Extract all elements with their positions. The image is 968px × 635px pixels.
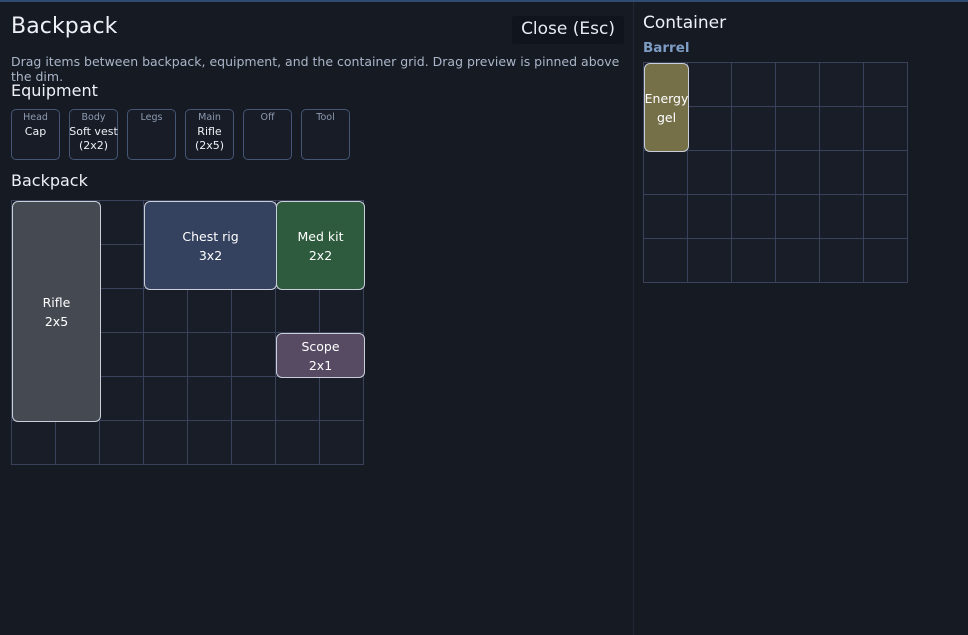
grid-cell[interactable] [688,107,732,151]
grid-cell[interactable] [56,421,100,465]
inventory-item[interactable]: Rifle 2x5 [12,201,101,422]
grid-cell[interactable] [276,289,320,333]
grid-cell[interactable] [820,239,864,283]
item-size: 2x1 [308,357,333,373]
grid-cell[interactable] [232,421,276,465]
item-name: Med kit [297,228,344,244]
equipment-slot-label: Body [81,112,106,123]
container-subtitle: Barrel [643,40,690,56]
equipment-slot-value: Cap [24,125,47,138]
item-name: Energy gel [644,90,689,125]
item-name: Scope [301,338,340,354]
equipment-slot-off[interactable]: Off [243,109,292,160]
grid-cell[interactable] [864,63,908,107]
grid-cell[interactable] [100,245,144,289]
grid-cell[interactable] [732,107,776,151]
grid-cell[interactable] [732,239,776,283]
grid-cell[interactable] [144,377,188,421]
grid-cell[interactable] [188,289,232,333]
equipment-slot-label: Off [260,112,275,123]
grid-cell[interactable] [820,151,864,195]
grid-cell[interactable] [644,195,688,239]
grid-cell[interactable] [232,289,276,333]
grid-cell[interactable] [732,151,776,195]
item-size: 3x2 [198,247,223,263]
inventory-item[interactable]: Med kit 2x2 [276,201,365,290]
grid-cell[interactable] [688,63,732,107]
grid-cell[interactable] [188,333,232,377]
grid-cell[interactable] [144,333,188,377]
grid-cell[interactable] [232,377,276,421]
equipment-slot-label: Main [198,112,221,123]
item-size: 2x2 [308,247,333,263]
grid-cell[interactable] [864,151,908,195]
close-button[interactable]: Close (Esc) [512,16,624,44]
inventory-item[interactable]: Chest rig 3x2 [144,201,277,290]
grid-cell[interactable] [144,421,188,465]
grid-cell[interactable] [320,289,364,333]
grid-cell[interactable] [100,201,144,245]
grid-cell[interactable] [732,195,776,239]
grid-cell[interactable] [776,151,820,195]
inventory-item[interactable]: Energy gel [644,63,689,152]
grid-cell[interactable] [644,151,688,195]
equipment-slot-value: Soft vest(2x2) [69,125,118,152]
equipment-slot-label: Head [23,112,48,123]
grid-cell[interactable] [188,421,232,465]
grid-cell[interactable] [820,63,864,107]
item-name: Chest rig [182,228,239,244]
grid-cell[interactable] [776,107,820,151]
item-size: 2x5 [44,313,69,329]
grid-cell[interactable] [864,239,908,283]
panel-header: Backpack Close (Esc) [0,2,634,48]
equipment-slot-tool[interactable]: Tool [301,109,350,160]
page-title: Backpack [11,14,118,39]
grid-cell[interactable] [776,63,820,107]
inventory-item[interactable]: Scope 2x1 [276,333,365,378]
grid-cell[interactable] [820,107,864,151]
grid-cell[interactable] [144,289,188,333]
equipment-slot-label: Legs [140,112,163,123]
grid-cell[interactable] [100,333,144,377]
grid-cell[interactable] [320,377,364,421]
grid-cell[interactable] [276,421,320,465]
grid-cell[interactable] [776,239,820,283]
grid-cell[interactable] [320,421,364,465]
grid-cell[interactable] [644,239,688,283]
grid-cell[interactable] [232,333,276,377]
grid-cell[interactable] [820,195,864,239]
container-items-layer: Energy gel [644,63,908,283]
grid-cell[interactable] [188,377,232,421]
grid-cell[interactable] [100,377,144,421]
equipment-slot-legs[interactable]: Legs [127,109,176,160]
grid-cell[interactable] [688,239,732,283]
grid-cell[interactable] [776,195,820,239]
panel-subtitle: Drag items between backpack, equipment, … [11,54,620,84]
grid-cell[interactable] [276,377,320,421]
backpack-panel: Backpack Close (Esc) Drag items between … [0,2,634,635]
grid-cell[interactable] [688,195,732,239]
backpack-section-title: Backpack [11,171,88,190]
equipment-section-title: Equipment [11,81,98,100]
grid-cell[interactable] [732,63,776,107]
container-title: Container [643,13,727,33]
equipment-slot-label: Tool [316,112,335,123]
grid-cell[interactable] [688,151,732,195]
container-grid[interactable]: Energy gel [643,62,908,283]
grid-cell[interactable] [864,195,908,239]
grid-cell[interactable] [12,421,56,465]
item-name: Rifle [42,294,71,310]
grid-cell[interactable] [100,421,144,465]
equipment-slot-value: Rifle(2x5) [194,125,225,152]
grid-cell[interactable] [100,289,144,333]
grid-cell[interactable] [864,107,908,151]
